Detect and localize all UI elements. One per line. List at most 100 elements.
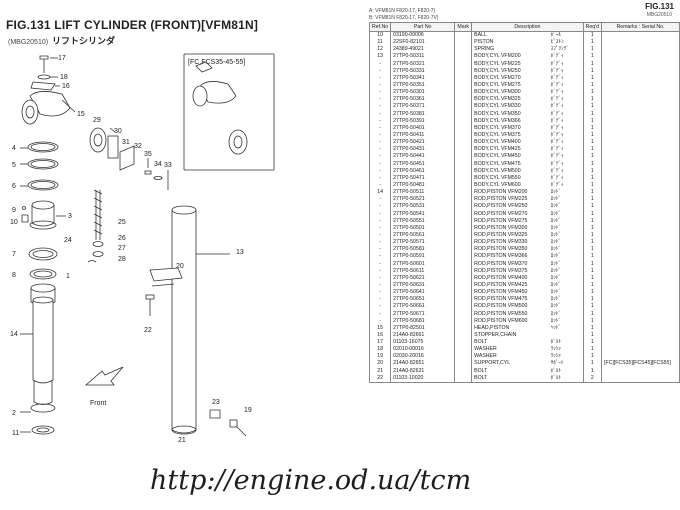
part-no-cell: 27TP0-50501	[390, 224, 456, 232]
part-no-cell: 02030-20016	[390, 353, 456, 361]
callout-29: 29	[93, 117, 101, 124]
description-cell: BODY,CYL VFM370	[471, 124, 549, 132]
qty-cell: 1	[582, 217, 603, 225]
callout-14: 14	[10, 331, 18, 338]
callout-28: 28	[118, 256, 126, 263]
description-jp-cell: ﾛｯﾄﾞ	[548, 267, 584, 275]
ref-no-cell: -	[368, 281, 392, 290]
ref-no-cell: 15	[368, 324, 392, 332]
description-cell: ROD,PISTON VFM550	[471, 310, 549, 318]
qty-cell: 1	[582, 181, 603, 190]
mark-cell	[454, 110, 473, 118]
description-jp-cell: ﾎﾞﾃﾞｨ	[548, 153, 584, 161]
callout-18: 18	[60, 74, 68, 81]
description-jp-cell: ﾎﾞﾃﾞｨ	[548, 74, 584, 82]
description-jp-cell: ﾎﾞﾃﾞｨ	[548, 174, 584, 182]
description-cell: ROD,PISTON VFM370	[471, 260, 549, 268]
description-cell: BODY,CYL VFM375	[471, 131, 549, 140]
part-no-cell: 27TP0-50471	[390, 174, 456, 182]
ref-no-cell: -	[368, 303, 392, 311]
remarks-cell	[601, 367, 680, 375]
qty-cell: 1	[582, 360, 603, 368]
callout-10: 10	[10, 219, 18, 226]
mark-cell	[454, 46, 473, 54]
description-cell: ROD,PISTON VFM475	[471, 296, 549, 304]
part-no-cell: 27TP0-50541	[390, 210, 456, 218]
description-cell: BODY,CYL VFM270	[471, 74, 549, 82]
ref-no-cell: 16	[368, 331, 392, 340]
description-cell: ROD,PISTON VFM350	[471, 246, 549, 254]
ref-no-cell: -	[368, 289, 392, 297]
remarks-cell	[601, 67, 680, 75]
callout-15: 15	[77, 111, 85, 118]
description-jp-cell: ﾎﾞﾙﾄ	[548, 374, 584, 383]
description-cell: ROD,PISTON VFM330	[471, 239, 549, 247]
part-no-cell: 27TP0-50681	[390, 317, 456, 325]
part-no-cell: 27TP0-50401	[390, 124, 456, 132]
remarks-cell	[601, 196, 680, 204]
ref-no-cell: 18	[368, 346, 392, 354]
mark-cell	[454, 60, 473, 68]
ref-no-cell: -	[368, 60, 392, 68]
figure-subtitle-jp: リフトシリンダ	[52, 36, 116, 46]
description-cell: WASHER	[471, 353, 549, 361]
ref-no-cell: -	[368, 196, 392, 204]
ref-no-cell: -	[368, 96, 392, 104]
table-header-row: Ref.No Part No Mark Description Req'd Re…	[368, 22, 680, 32]
part-no-cell: 27TP0-50431	[390, 146, 456, 154]
remarks-cell	[601, 146, 680, 154]
description-cell: ROD,PISTON VFM200	[471, 189, 549, 197]
description-cell: BODY,CYL VFM250	[471, 67, 549, 75]
description-jp-cell: ﾛｯﾄﾞ	[548, 253, 584, 261]
qty-cell: 1	[582, 67, 603, 75]
ref-no-cell: -	[368, 317, 392, 325]
description-cell: BODY,CYL VFM475	[471, 160, 549, 168]
qty-cell: 1	[582, 117, 603, 125]
description-jp-cell: ﾛｯﾄﾞ	[548, 231, 584, 240]
mark-cell	[454, 181, 473, 190]
part-no-cell: 27TP0-50481	[390, 181, 456, 190]
part-no-cell: 27TP0-50391	[390, 117, 456, 125]
callout-19: 19	[244, 407, 252, 414]
part-no-cell: 27TP0-50511	[390, 189, 456, 197]
mark-cell	[454, 196, 473, 204]
description-jp-cell: ﾎﾞﾃﾞｨ	[548, 160, 584, 168]
mark-cell	[454, 160, 473, 168]
description-cell: BODY,CYL VFM425	[471, 146, 549, 154]
description-cell: BOLT	[471, 339, 549, 347]
qty-cell: 1	[582, 89, 603, 97]
part-no-cell: 27TP0-50591	[390, 253, 456, 261]
mark-cell	[454, 167, 473, 175]
page-fig-code: MBG20510	[646, 12, 672, 18]
remarks-cell	[601, 217, 680, 225]
description-jp-cell: ｻﾎﾟｰﾄ	[548, 360, 584, 368]
description-cell: BODY,CYL VFM400	[471, 139, 549, 147]
qty-cell: 1	[582, 46, 603, 54]
description-jp-cell: ﾍｯﾄﾞ	[548, 324, 584, 332]
callout-32: 32	[134, 143, 142, 150]
qty-cell: 1	[582, 31, 603, 40]
part-no-cell: 27TP0-50311	[390, 53, 456, 61]
mark-cell	[454, 153, 473, 161]
description-jp-cell: ﾛｯﾄﾞ	[548, 217, 584, 225]
qty-cell: 1	[582, 74, 603, 82]
mark-cell	[454, 324, 473, 332]
ref-no-cell: 11	[368, 39, 392, 47]
callout-22: 22	[144, 327, 152, 334]
remarks-cell	[601, 239, 680, 247]
col-part-no: Part No	[390, 22, 456, 32]
ref-no-cell: -	[368, 260, 392, 268]
remarks-cell	[601, 224, 680, 232]
remarks-cell	[601, 374, 680, 383]
part-no-cell: 27TP0-50351	[390, 81, 456, 90]
remarks-cell	[601, 46, 680, 54]
